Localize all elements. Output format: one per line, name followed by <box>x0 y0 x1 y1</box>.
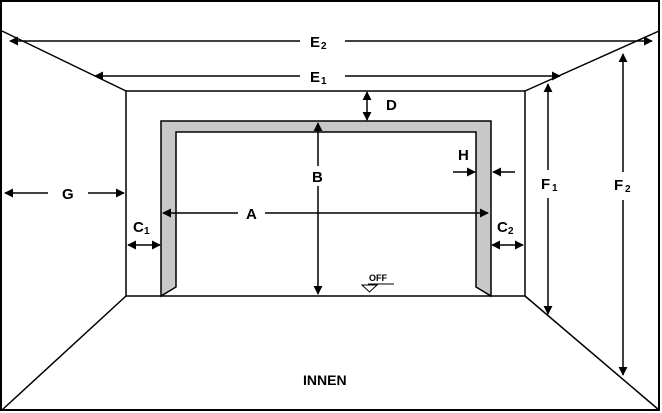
label-e1-sub: 1 <box>321 76 327 87</box>
label-d: D <box>386 97 397 114</box>
perspective-top-right <box>524 30 660 92</box>
inside-label: INNEN <box>303 372 347 388</box>
door-frame <box>160 120 492 298</box>
floor-level-marker: OFF <box>360 273 394 293</box>
dimension-e2: E 2 <box>9 34 653 52</box>
dimension-c2: C 2 <box>491 219 524 250</box>
label-h: H <box>458 147 469 164</box>
dimension-h: H <box>453 147 515 177</box>
label-c2-sub: 2 <box>508 226 514 237</box>
dimension-b: B <box>312 122 323 295</box>
perspective-bottom-left <box>1 295 127 411</box>
dimension-e1: E 1 <box>94 69 561 87</box>
label-a: A <box>246 206 257 223</box>
label-off: OFF <box>369 273 387 283</box>
label-f1-main: F <box>541 176 550 193</box>
label-f2-sub: 2 <box>625 184 631 195</box>
level-triangle-icon <box>360 284 379 293</box>
dimension-f1: F 1 <box>541 83 558 315</box>
label-g: G <box>62 186 74 203</box>
perspective-top-left <box>1 30 127 92</box>
label-b: B <box>312 169 323 186</box>
label-c2-main: C <box>497 219 508 236</box>
label-e1-main: E <box>310 69 320 86</box>
label-e2-sub: 2 <box>321 41 327 52</box>
label-c1-sub: 1 <box>144 226 150 237</box>
label-f2-main: F <box>614 177 623 194</box>
dimension-c1: C 1 <box>127 219 161 250</box>
perspective-bottom-right <box>524 295 660 411</box>
dimension-a: A <box>162 206 489 223</box>
label-c1-main: C <box>133 219 144 236</box>
dimension-d: D <box>362 91 397 121</box>
back-wall <box>125 90 526 297</box>
dimension-g: G <box>4 186 125 203</box>
label-f1-sub: 1 <box>552 183 558 194</box>
dimension-f2: F 2 <box>614 53 631 376</box>
label-e2-main: E <box>310 34 320 51</box>
